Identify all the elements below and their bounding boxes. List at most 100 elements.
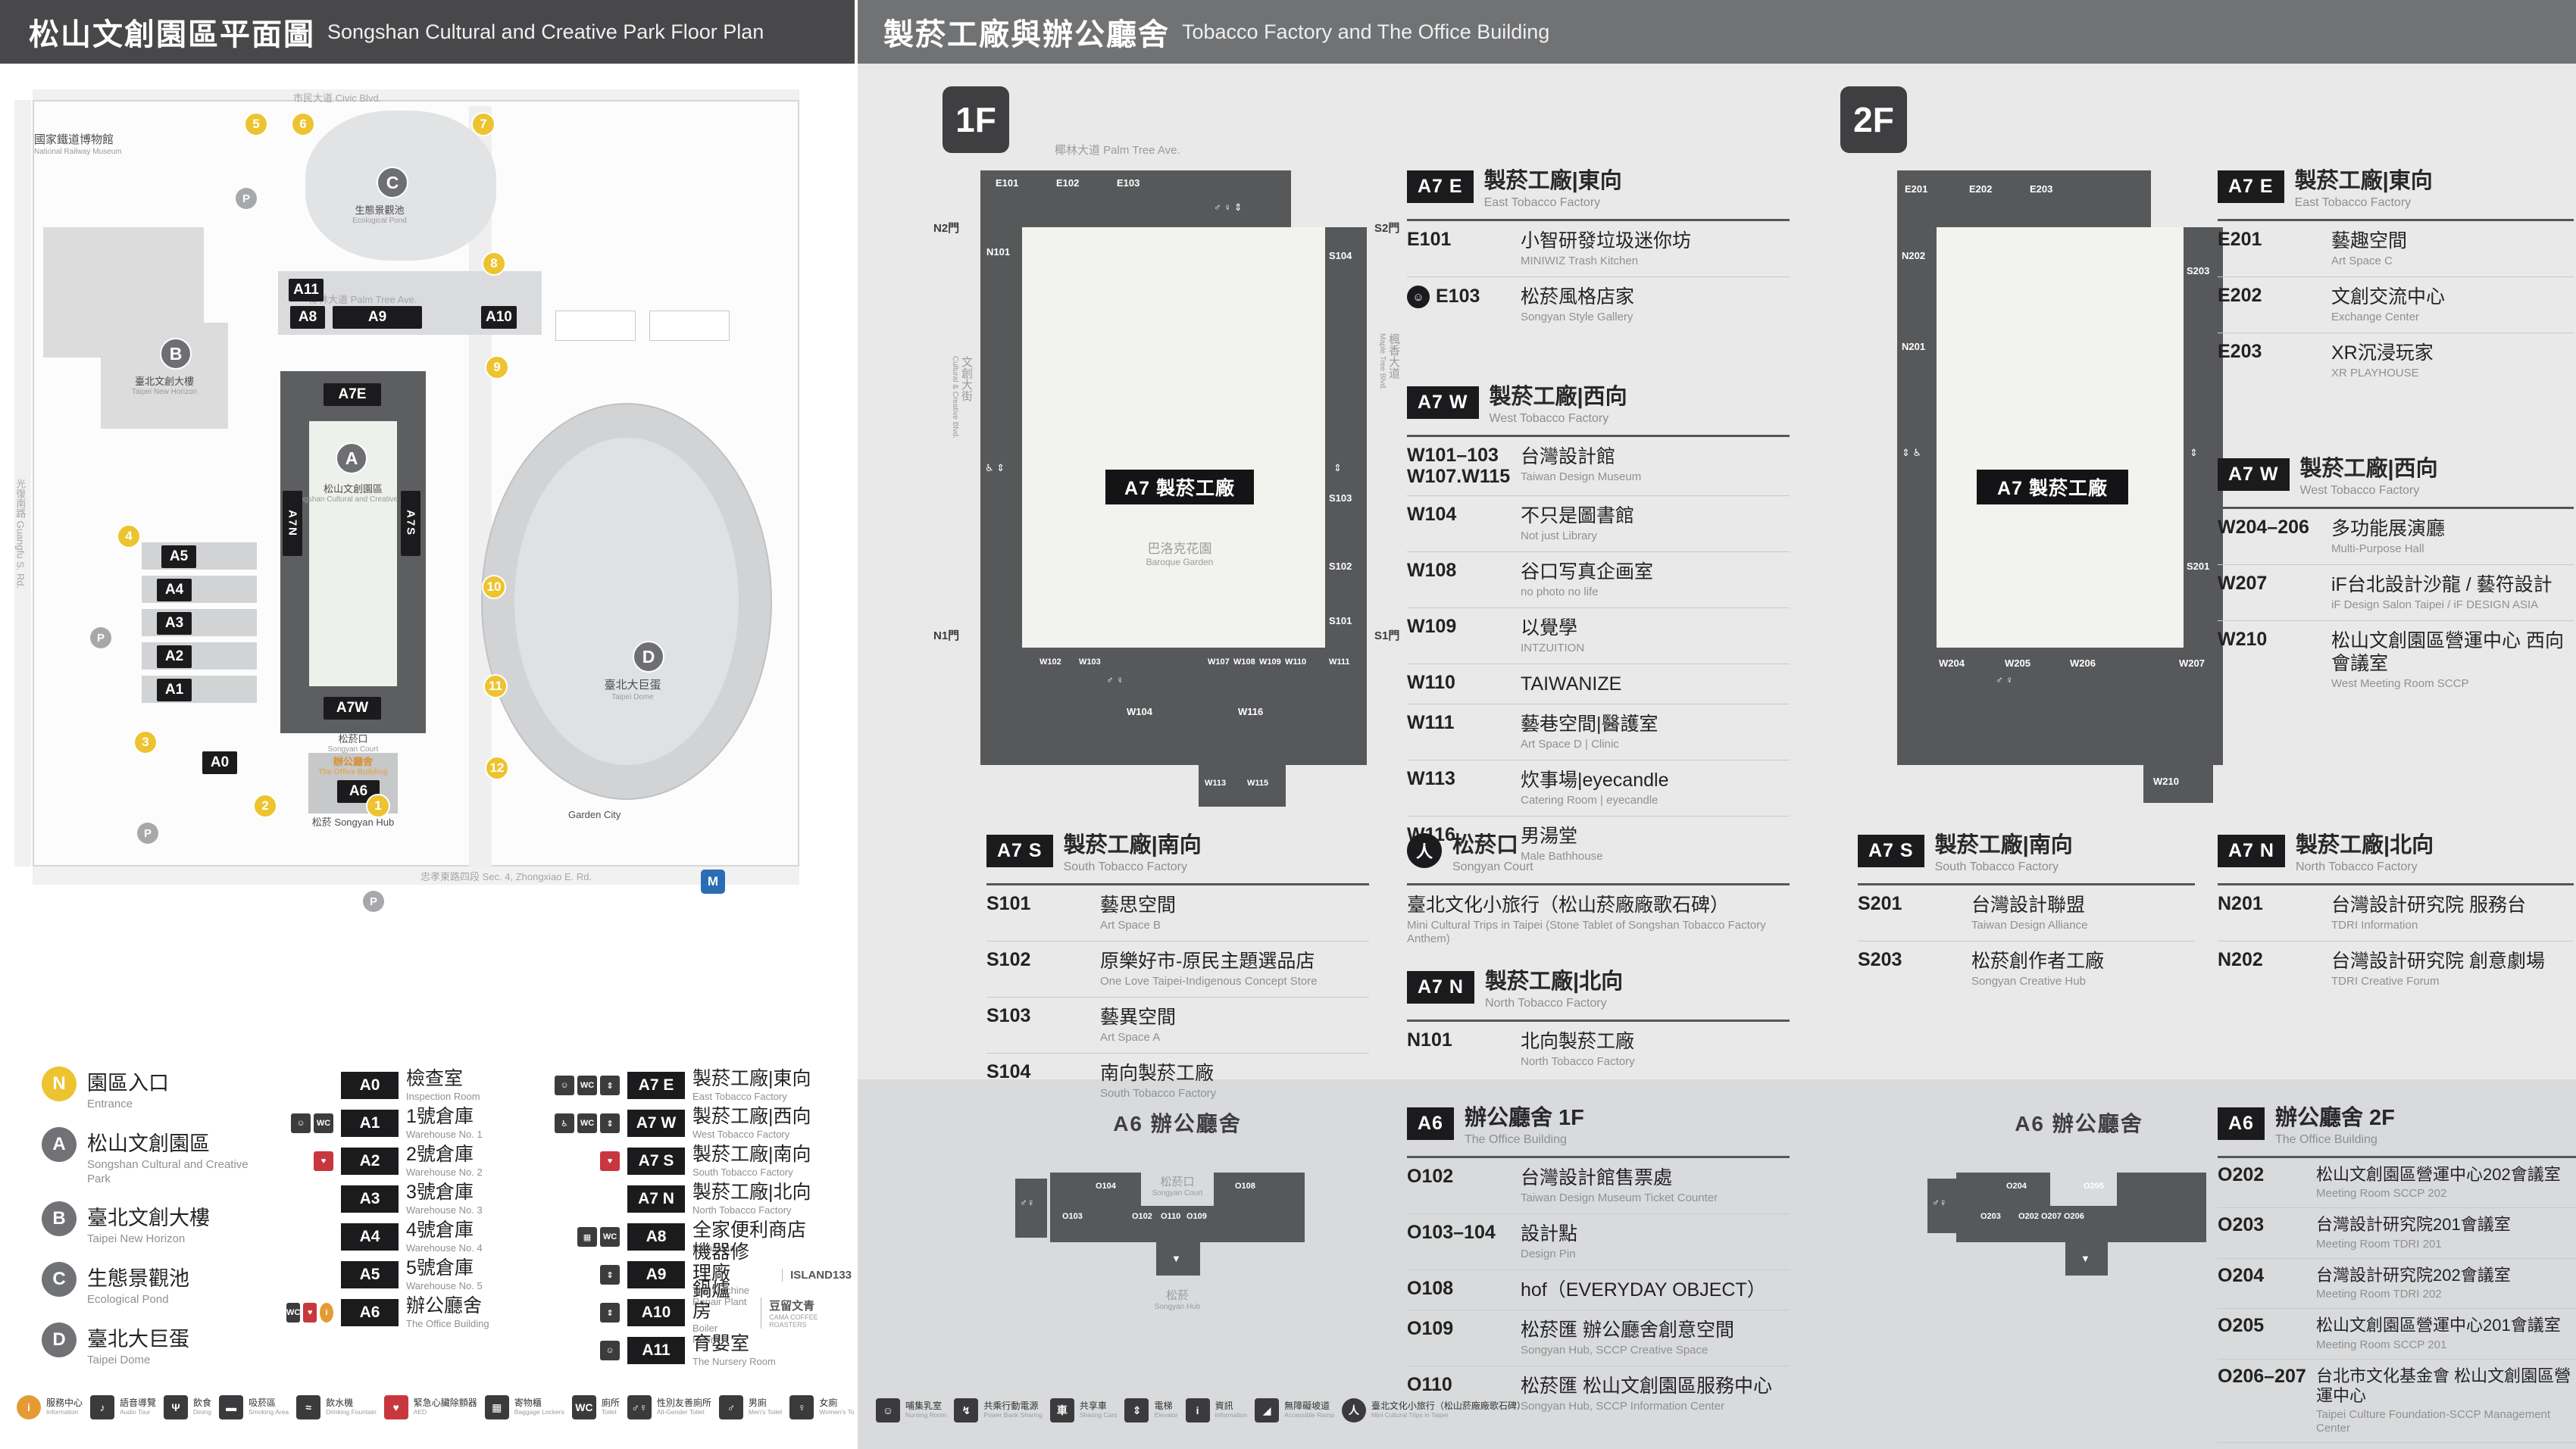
building-name: 3號倉庫: [406, 1182, 474, 1204]
building-name: 機器修理廠: [692, 1241, 750, 1284]
room-name: 藝思空間: [1100, 895, 1177, 916]
room-code: E201: [2218, 229, 2262, 250]
building-code-chip: A4: [341, 1223, 399, 1251]
gate-label: S2門: [1374, 222, 1400, 235]
building-name: 1號倉庫: [406, 1106, 474, 1128]
neighbor-building: [649, 311, 730, 341]
room-code: W210: [2218, 629, 2268, 650]
room-name-en: Art Space B: [1100, 919, 1161, 932]
room-code-label: S101: [1329, 615, 1352, 626]
section-title: 製菸工廠|北向: [1484, 970, 1624, 994]
room-code: O110: [1407, 1374, 1452, 1395]
building-code-chip: A6: [341, 1299, 399, 1326]
room-code-label: W205: [2005, 657, 2030, 669]
facility-icon: ☺: [876, 1398, 900, 1422]
legend-place-badge: D: [42, 1322, 77, 1357]
room-name: 台灣設計研究院201會議室: [2316, 1215, 2511, 1235]
room-name: 台灣設計研究院 創意劇場: [2331, 951, 2545, 972]
map-chip-a2: A2: [157, 645, 192, 668]
facility-icon: ♂ ♀: [1106, 674, 1124, 685]
room-code-label: E202: [1969, 183, 1993, 195]
room-name: 小智研發垃圾迷你坊: [1521, 230, 1692, 251]
room-code: W104: [1407, 504, 1457, 525]
building-code-chip: A0: [341, 1072, 399, 1099]
legend-building-row: ▦WC A8 全家便利商店 FamilyMart: [549, 1218, 852, 1256]
section-title-en: North Tobacco Factory: [2295, 860, 2418, 873]
room-code: O109: [1407, 1318, 1454, 1339]
section-code-chip: A7 N: [2218, 834, 2285, 867]
room-code-label: E203: [2030, 183, 2053, 195]
guangfu-rd-label: 光復南路 Guangfu S. Rd.: [14, 479, 27, 589]
legend-building-row: ♥ A2 2號倉庫 Warehouse No. 2: [286, 1142, 544, 1180]
room-name: 松菸創作者工廠: [1971, 951, 2105, 972]
room-code-label: W109: [1259, 657, 1281, 667]
entrance-number-badge: 4: [117, 524, 141, 548]
room-name-en: Meeting Room TDRI 202: [2316, 1288, 2442, 1301]
entrance-number-badge: 3: [133, 730, 158, 754]
room-code: E103: [1436, 286, 1480, 308]
room-code: W113: [1407, 768, 1455, 789]
section-code-chip: A7 W: [2218, 457, 2290, 491]
toilet-icon: WC: [314, 1113, 333, 1133]
left-header: 松山文創園區平面圖 Songshan Cultural and Creative…: [0, 0, 855, 64]
section-title-en: The Office Building: [2274, 1133, 2377, 1146]
street-zhongxiao-rd: [33, 867, 799, 885]
room-name: XR沉浸玩家: [2331, 342, 2434, 364]
map-marker-b: B: [160, 338, 192, 370]
elevator-icon: ⇕: [600, 1113, 620, 1133]
facility-icons: ⇕: [549, 1265, 620, 1285]
facility-icon: ▼: [1171, 1253, 1181, 1264]
room-code-label: S104: [1329, 250, 1352, 261]
room-name: 北向製菸工廠: [1521, 1031, 1635, 1052]
facility-icon: ♿ ⇕: [985, 462, 1005, 473]
map-chip-a7s: A7S: [401, 491, 420, 556]
room-name-en: Meeting Room TDRI 201: [2316, 1237, 2442, 1251]
section-title: 製菸工廠|西向: [1489, 385, 1627, 409]
entrance-number-badge: 6: [291, 112, 315, 136]
facility-icon: ◢: [1255, 1398, 1280, 1422]
room-code-label: N201: [1902, 341, 1926, 352]
section-title-en: North Tobacco Factory: [1484, 997, 1607, 1010]
room-code: E202: [2218, 285, 2262, 306]
section-title: 辦公廳舍 2F: [2274, 1106, 2395, 1130]
street-label-left: 文創大街 Cultural & Creative Blvd.: [951, 356, 973, 439]
meeting-room-annex: [2143, 765, 2213, 803]
toilet-icon: WC: [600, 1227, 620, 1247]
toilet-icon: WC: [577, 1076, 597, 1095]
room-code-label: N202: [1902, 250, 1926, 261]
walking-person-icon: 人: [1407, 833, 1442, 868]
room-code-label: O202: [2018, 1212, 2039, 1221]
building-name: 4號倉庫: [406, 1219, 474, 1241]
legend-place-name-en: Taipei Dome: [87, 1353, 151, 1366]
building-name-en: The Nursery Room: [692, 1355, 776, 1367]
civic-blvd-label: 市民大道 Civic Blvd.: [293, 92, 382, 104]
room-code: O102: [1407, 1166, 1454, 1187]
legend-places: N 園區入口 Entrance A 松山文創園區 Songshan Cultur…: [42, 1066, 284, 1383]
nursing-icon: ☺: [291, 1113, 311, 1133]
building-name-en: North Tobacco Factory: [692, 1204, 792, 1216]
floor-1f-badge: 1F: [943, 86, 1009, 153]
room-code: S203: [1858, 949, 1902, 970]
room-code-label: W113: [1205, 779, 1227, 788]
gate-label: N1門: [933, 629, 960, 642]
office-court-notch: [2050, 1173, 2117, 1206]
legend-building-row: ☺WC A1 1號倉庫 Warehouse No. 1: [286, 1104, 544, 1142]
legend-place-name-en: Ecological Pond: [87, 1293, 169, 1306]
room-name-en: Multi-Purpose Hall: [2331, 542, 2424, 555]
north-wing: [980, 227, 1022, 648]
room-code-label: W207: [2179, 657, 2205, 669]
room-code-label: O204: [2006, 1182, 2027, 1191]
entrance-number-badge: 8: [482, 251, 506, 276]
